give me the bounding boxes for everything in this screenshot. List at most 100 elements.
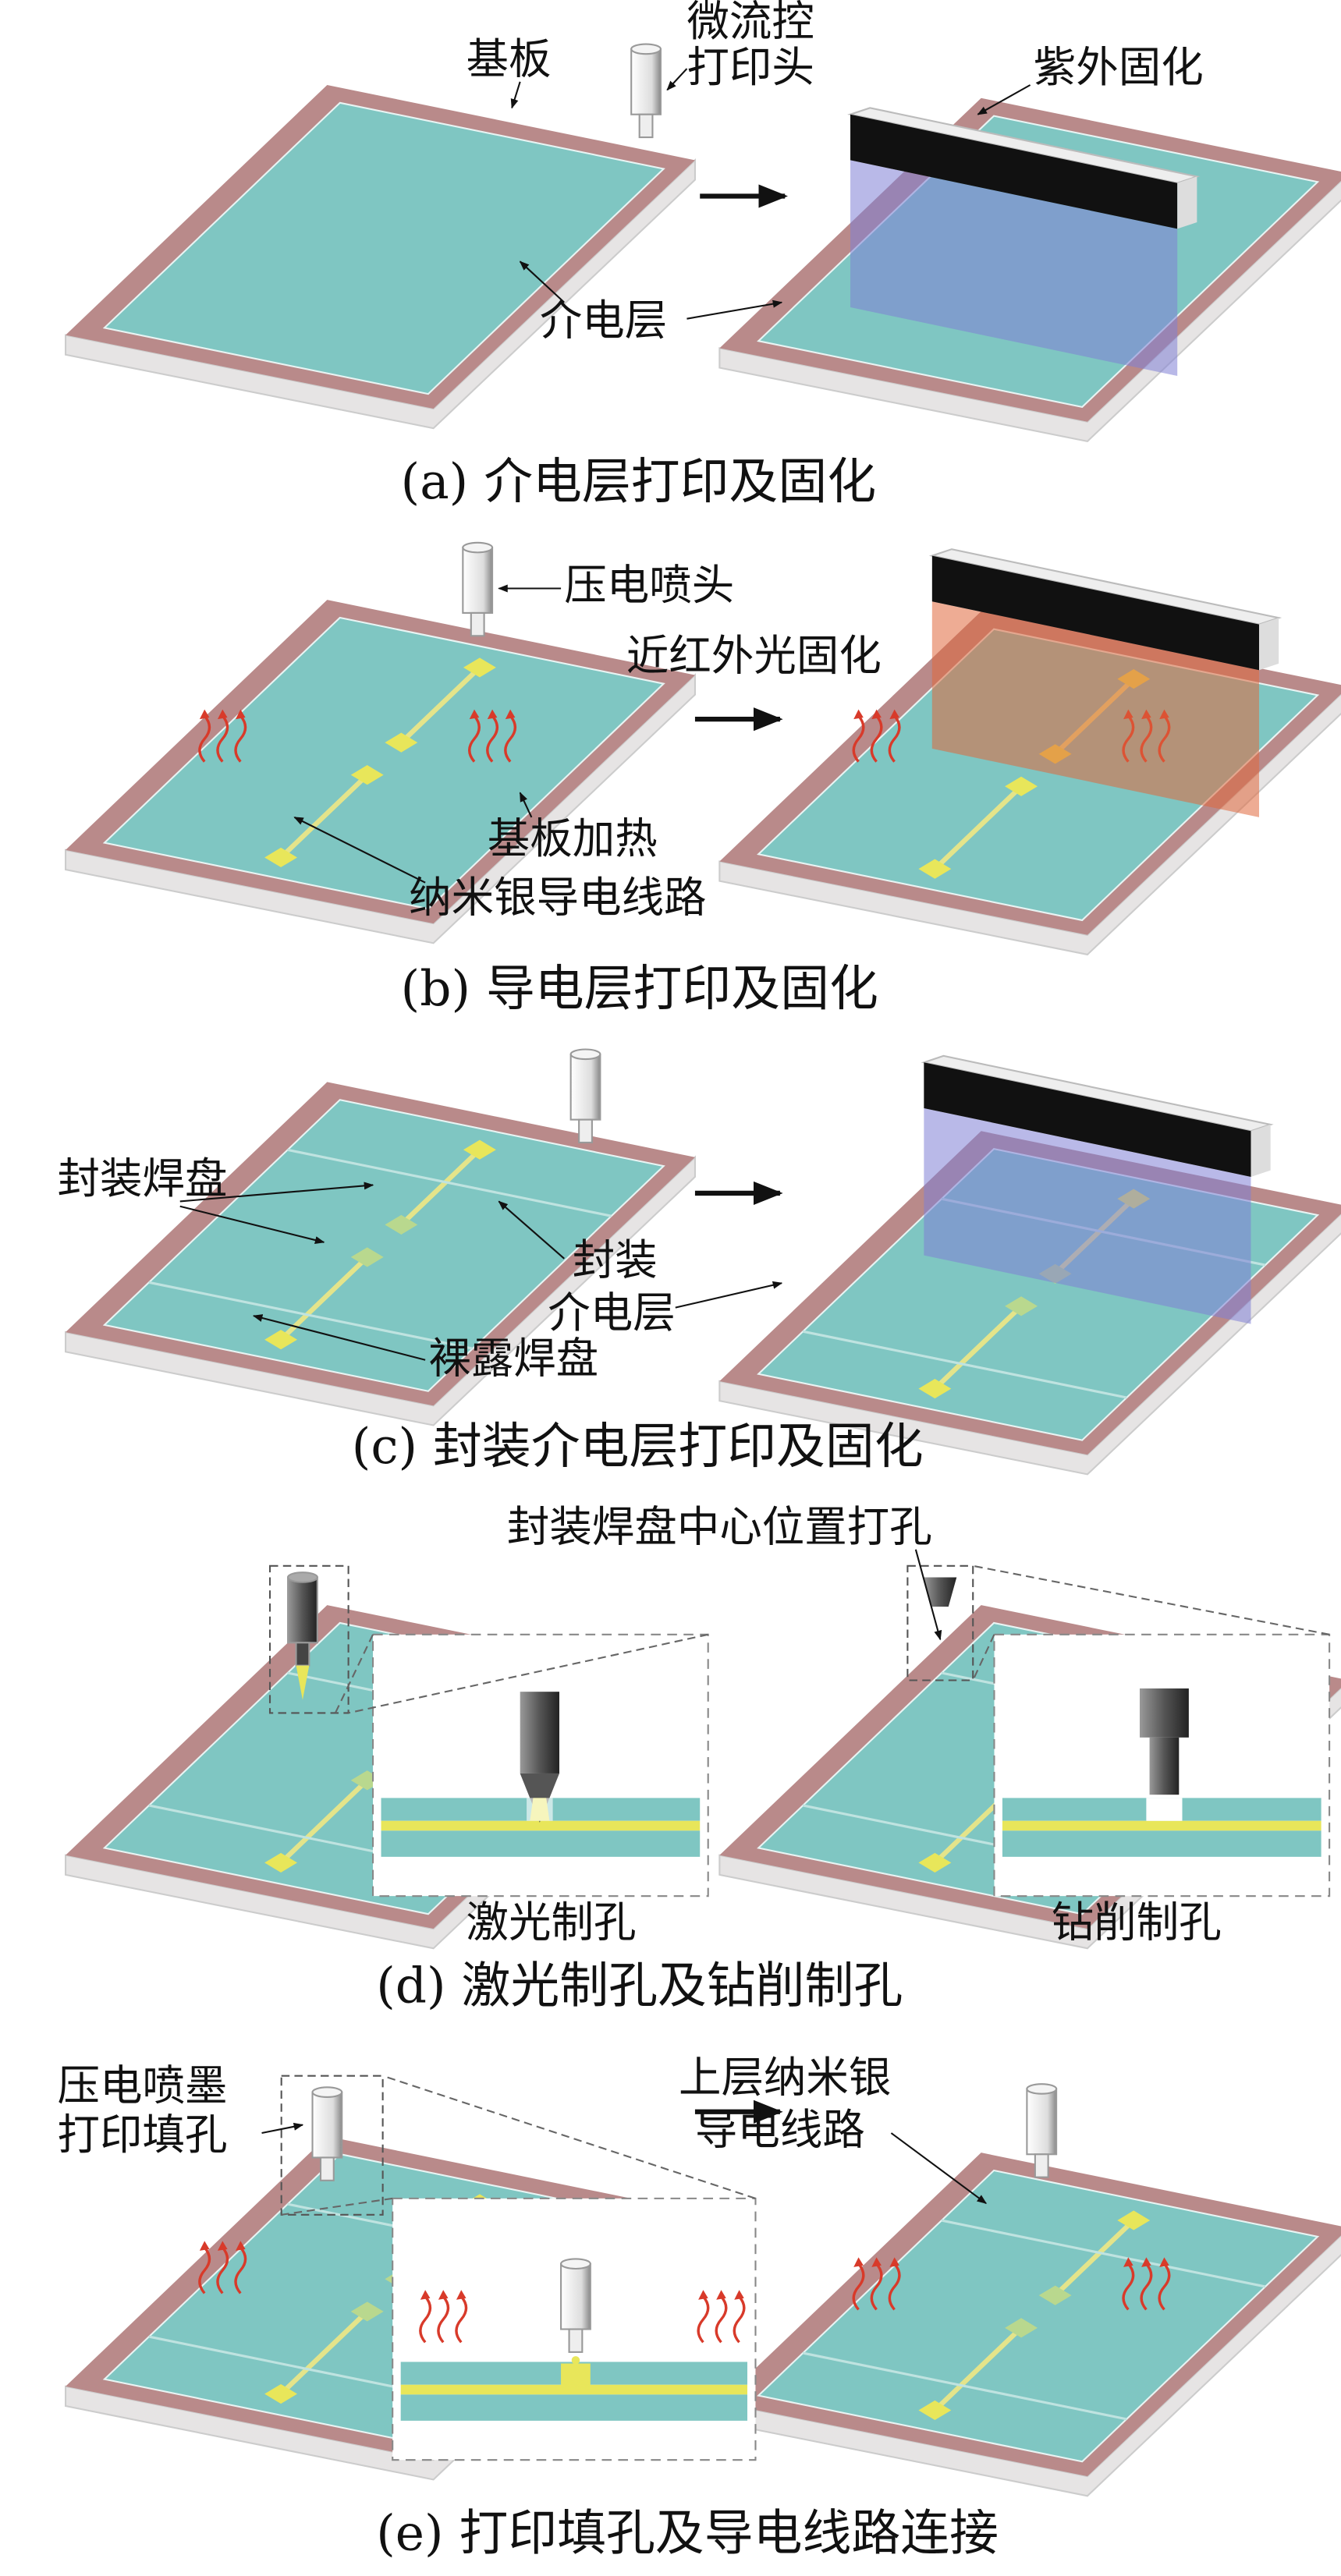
label-substrate-heating: 基板加热	[488, 813, 658, 863]
label-nir-curing: 近红外光固化	[626, 630, 882, 680]
caption-d: (d) 激光制孔及钻削制孔	[376, 1957, 903, 2014]
pad	[264, 2383, 298, 2404]
laser-head	[287, 1571, 318, 1667]
print-head	[630, 43, 662, 139]
heat-wave-icon	[870, 714, 883, 763]
heat-arrow-icon	[438, 2290, 449, 2300]
nozzle	[470, 611, 485, 637]
substrate-board	[718, 2153, 1341, 2497]
curing-light-curtain	[924, 1107, 1251, 1324]
heat-wave-icon	[715, 2295, 728, 2344]
drilled-hole	[527, 1798, 553, 1821]
head-body	[287, 1576, 318, 1644]
nano-silver-line	[1053, 2218, 1136, 2298]
heat-arrow-icon	[716, 2290, 726, 2300]
nozzle	[568, 2328, 584, 2353]
pad	[1005, 2318, 1038, 2338]
encap-boundary	[802, 2351, 1127, 2421]
heat-wave-icon	[888, 714, 901, 763]
ink-droplet	[571, 2356, 580, 2365]
nano-silver-line	[278, 773, 369, 859]
heat-arrow-icon	[1123, 2257, 1133, 2267]
pad	[1005, 1296, 1038, 1316]
nozzle	[1034, 2153, 1049, 2178]
head-top	[569, 1048, 601, 1061]
heat-wave-icon	[1140, 2262, 1153, 2311]
heat-wave-icon	[437, 2295, 450, 2344]
heat-arrow-icon	[456, 2290, 467, 2300]
board-side	[65, 158, 696, 430]
laser-head	[520, 1692, 559, 1773]
dielectric-layer	[757, 2169, 1320, 2463]
heat-arrow-icon	[889, 2257, 899, 2267]
drill-bit-icon	[924, 1577, 957, 1607]
heat-arrow-icon	[420, 2290, 431, 2300]
label-uv-curing: 紫外固化	[1034, 42, 1204, 92]
label-piezo-fill-2: 打印填孔	[58, 2110, 228, 2160]
substrate-board	[65, 84, 696, 430]
pad	[385, 1214, 418, 1235]
heat-arrow-icon	[1159, 2257, 1169, 2267]
zoom-box	[268, 1564, 349, 1714]
nano-silver-line	[399, 665, 482, 745]
label-upper-silver-2: 导电线路	[695, 2105, 865, 2155]
drilled-hole	[1146, 1798, 1183, 1821]
pad	[918, 1852, 952, 1873]
heat-wave-icon	[888, 2262, 901, 2311]
nozzle	[295, 1642, 310, 1667]
head-top	[311, 2086, 343, 2098]
pad	[350, 1247, 384, 1267]
nano-silver-line	[278, 1778, 369, 1865]
head-body	[462, 547, 494, 614]
caption-e: (e) 打印填孔及导电线路连接	[376, 2504, 999, 2561]
head-body	[630, 48, 662, 115]
nano-silver-line	[933, 785, 1023, 871]
caption-c: (c) 封装介电层打印及固化	[352, 1418, 924, 1475]
nano-silver-line	[933, 1304, 1023, 1391]
heat-arrow-icon	[469, 709, 480, 720]
heat-wave-icon	[234, 714, 247, 763]
zoom-guide-line	[972, 1634, 995, 1681]
heat-wave-icon	[1158, 2262, 1171, 2311]
heat-wave-icon	[455, 2295, 468, 2344]
nano-silver-line	[278, 2309, 369, 2396]
lamp-end	[1258, 618, 1279, 671]
curing-light-curtain	[850, 160, 1178, 377]
head-top	[287, 1571, 318, 1583]
label-laser-drilling: 激光制孔	[467, 1897, 637, 1947]
zoom-guide-line	[973, 1564, 1330, 1635]
heat-arrow-icon	[487, 709, 498, 720]
silver-layer	[400, 2384, 748, 2395]
label-mechanical-drilling: 钻削制孔	[1052, 1897, 1222, 1947]
heat-wave-icon	[486, 714, 499, 763]
caption-a: (a) 介电层打印及固化	[401, 453, 876, 510]
lamp-end	[1251, 1124, 1271, 1177]
caption-b: (b) 导电层打印及固化	[401, 960, 878, 1017]
label-upper-silver-1: 上层纳米银	[679, 2053, 891, 2103]
drill-chuck	[1139, 1688, 1189, 1738]
dielectric-layer	[102, 616, 665, 910]
nozzle	[578, 1118, 593, 1144]
curing-light-curtain	[931, 601, 1259, 817]
encap-boundary	[148, 1281, 474, 1350]
dielectric-layer	[102, 1099, 665, 1392]
heat-wave-icon	[697, 2295, 710, 2344]
pad	[264, 1852, 298, 1873]
heat-wave-icon	[852, 714, 865, 763]
dielectric-layer	[102, 101, 665, 395]
label-encap-pad: 封装焊盘	[58, 1153, 228, 1203]
zoom-guide-line	[281, 2197, 393, 2216]
label-drill-center: 封装焊盘中心位置打孔	[507, 1501, 932, 1551]
heat-arrow-icon	[199, 709, 210, 720]
filled-hole	[561, 2363, 591, 2386]
label-substrate: 基板	[467, 34, 552, 83]
lamp-front	[924, 1062, 1251, 1177]
head-body	[560, 2262, 591, 2330]
heat-arrow-icon	[236, 2241, 246, 2251]
label-encap-1: 封装	[573, 1235, 658, 1285]
print-head	[311, 2086, 343, 2181]
head-body	[1026, 2088, 1058, 2156]
nozzle	[638, 113, 654, 139]
pad	[350, 765, 384, 785]
